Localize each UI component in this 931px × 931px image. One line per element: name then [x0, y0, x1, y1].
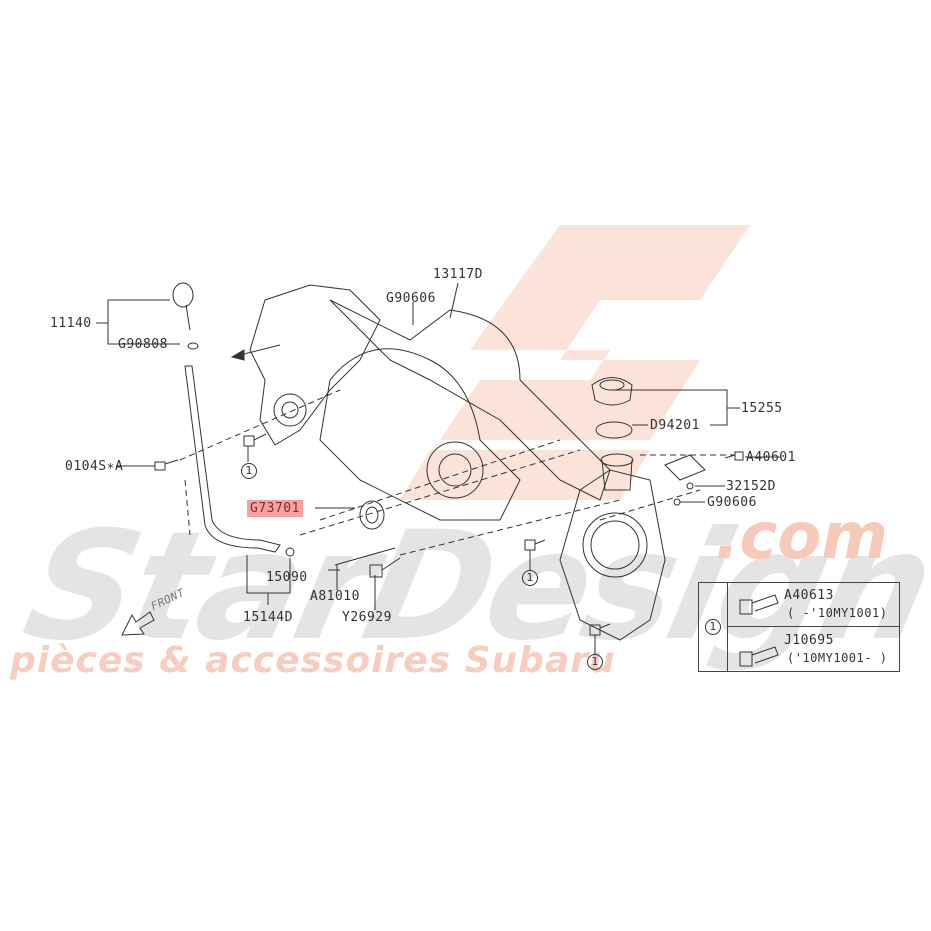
part-label-15090[interactable]: 15090 [266, 570, 308, 585]
part-label-y26929[interactable]: Y26929 [342, 610, 392, 625]
legend-marker: 1 [705, 619, 721, 635]
part-label-g90808[interactable]: G90808 [118, 337, 168, 352]
legend-part-j10695[interactable]: J10695 [784, 633, 834, 648]
callout-marker-1: 1 [587, 654, 603, 670]
part-label-0104s[interactable]: 0104S∗A [65, 459, 124, 474]
fastener-legend-table: 1 A40613 ( -'10MY1001) J10695 ('10MY1001… [698, 582, 900, 672]
callout-marker-1: 1 [522, 570, 538, 586]
legend-row-divider [728, 626, 899, 627]
watermark-tagline: pièces & accessoires Subaru [10, 640, 616, 681]
callout-marker-1: 1 [241, 463, 257, 479]
part-label-32152d[interactable]: 32152D [726, 479, 776, 494]
dipstick [172, 282, 295, 557]
part-label-11140[interactable]: 11140 [50, 316, 92, 331]
legend-note-a40613: ( -'10MY1001) [787, 606, 888, 620]
part-label-a40601[interactable]: A40601 [746, 450, 796, 465]
part-label-a81010[interactable]: A81010 [310, 589, 360, 604]
part-label-g90606-top[interactable]: G90606 [386, 291, 436, 306]
legend-note-j10695: ('10MY1001- ) [787, 651, 888, 665]
part-label-15144d[interactable]: 15144D [243, 610, 293, 625]
part-label-15255[interactable]: 15255 [741, 401, 783, 416]
legend-marker-column [699, 583, 728, 671]
part-label-d94201[interactable]: D94201 [650, 418, 700, 433]
legend-part-a40613[interactable]: A40613 [784, 588, 834, 603]
watermark-domain: .com [715, 500, 888, 574]
part-label-g73701-highlighted[interactable]: G73701 [247, 500, 303, 517]
part-label-13117d[interactable]: 13117D [433, 267, 483, 282]
part-label-g90606-right[interactable]: G90606 [707, 495, 757, 510]
